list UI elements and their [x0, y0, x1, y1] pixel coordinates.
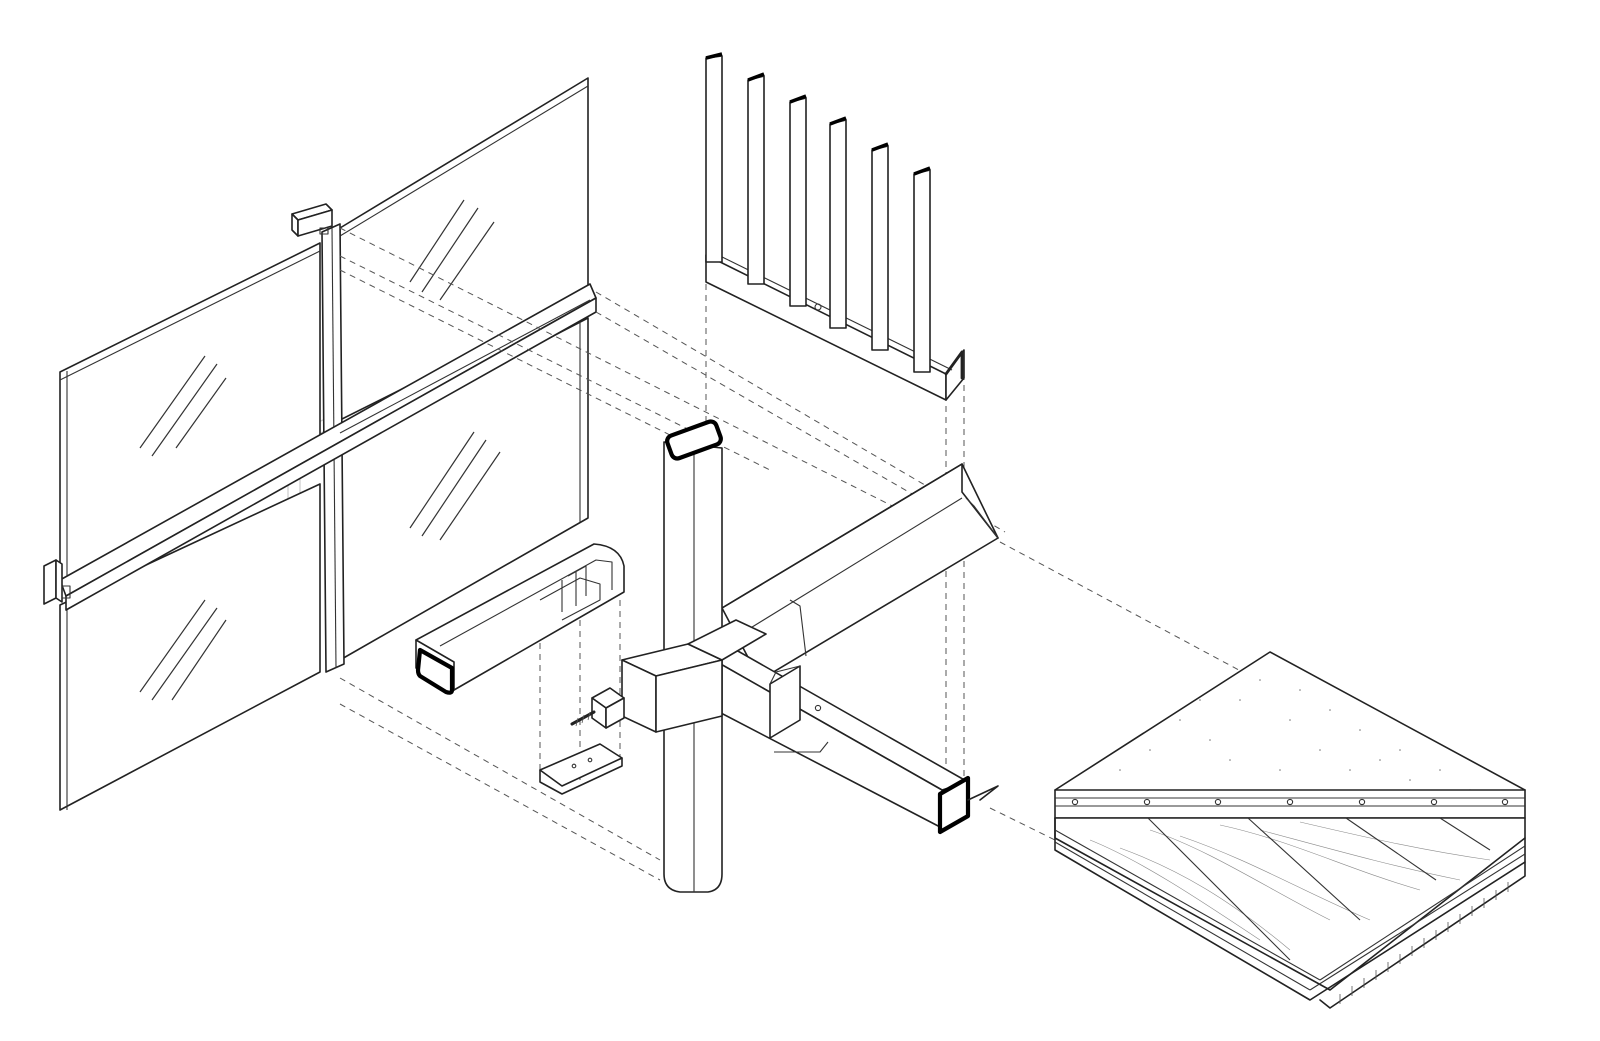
square-steel-column [621, 419, 767, 893]
edge-flashing-channel [721, 463, 999, 681]
clt-floor-slab [1054, 651, 1526, 1009]
cantilever-bracket [415, 543, 625, 695]
bottom-clip-plate [539, 743, 623, 795]
slab-screw-heads [1071, 798, 1509, 806]
alignment-guides [339, 227, 1251, 881]
slab-timber-lamellae [1054, 817, 1526, 991]
square-tube-beam [695, 641, 999, 835]
bracket-end-section [415, 647, 455, 695]
glass-curtain-wall [43, 77, 597, 811]
slab-top-speckle [1119, 679, 1471, 791]
balustrade-fins [705, 52, 931, 373]
threaded-rod-connector [570, 687, 625, 729]
glass-reflection-marks [139, 199, 501, 701]
mullion-clamp-top [291, 203, 333, 237]
column-top-section [665, 419, 723, 461]
mullion-clamp-side [43, 559, 71, 605]
slab-ribbed-underside [1319, 861, 1526, 1009]
vertical-fin-balustrade [705, 52, 965, 401]
beam-end-section [937, 775, 971, 835]
